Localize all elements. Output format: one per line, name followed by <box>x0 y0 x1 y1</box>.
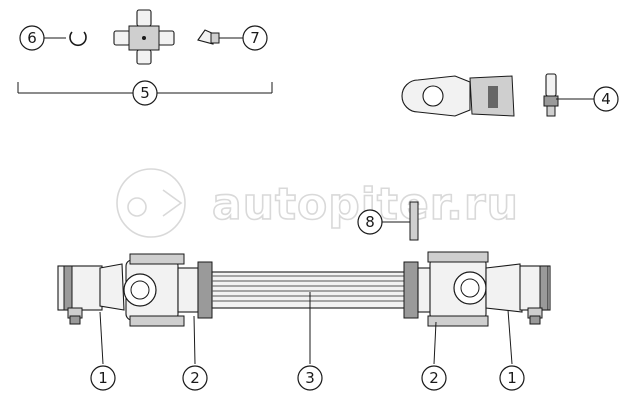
right-yoke-block <box>519 265 551 325</box>
callout-2-right: 2 <box>421 321 447 391</box>
callout-2-left: 2 <box>182 315 208 391</box>
callout-4-label: 4 <box>601 90 611 108</box>
callout-2-left-label: 2 <box>190 369 200 387</box>
bolt-part <box>543 73 559 117</box>
left-universal-joint <box>99 253 213 327</box>
callout-3-label: 3 <box>305 369 315 387</box>
callout-6-label: 6 <box>27 29 37 47</box>
callout-8-label: 8 <box>365 213 375 231</box>
callout-2-right-label: 2 <box>429 369 439 387</box>
callout-6: 6 <box>19 25 66 51</box>
kit-bracket <box>17 82 273 94</box>
right-universal-joint <box>403 251 523 327</box>
yoke-part <box>401 75 515 117</box>
watermark: autopiter.ru <box>116 168 519 238</box>
callout-5: 5 <box>132 80 158 106</box>
callout-4: 4 <box>556 86 619 112</box>
callout-1-right: 1 <box>499 309 525 391</box>
callout-5-label: 5 <box>140 84 150 102</box>
balance-plate-part <box>409 201 419 241</box>
callout-1-left-label: 1 <box>98 369 108 387</box>
callout-1-left: 1 <box>90 311 116 391</box>
watermark-logo-icon <box>116 168 186 238</box>
grease-fitting-part <box>197 29 220 45</box>
callout-7: 7 <box>219 25 268 51</box>
callout-8: 8 <box>357 209 410 235</box>
left-yoke-block <box>57 265 103 325</box>
universal-joint-cross-part <box>113 9 175 65</box>
shaft-tube <box>211 271 407 309</box>
callout-3: 3 <box>297 292 323 391</box>
callout-7-label: 7 <box>250 29 260 47</box>
callout-1-right-label: 1 <box>507 369 517 387</box>
snap-ring-part <box>69 31 87 47</box>
